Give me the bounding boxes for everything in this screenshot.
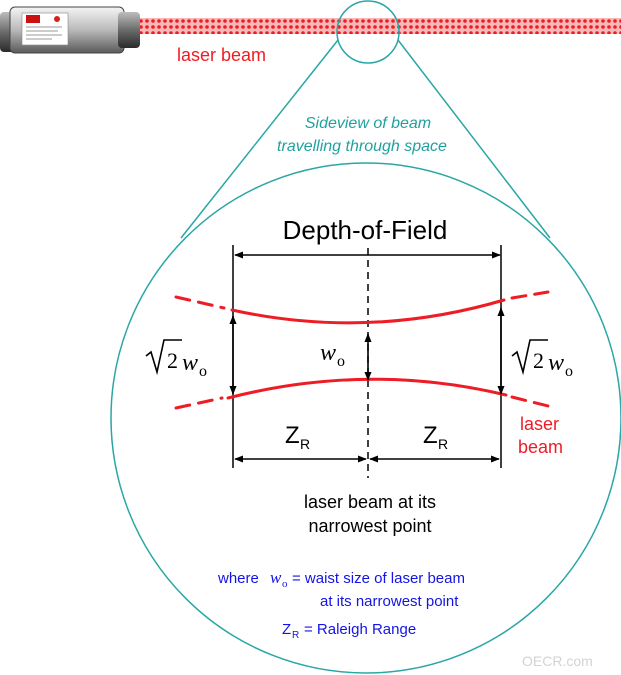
beam-upper-right-dash [510, 290, 550, 300]
legend-where: where [217, 570, 259, 587]
top-beam-label: laser beam [177, 45, 266, 65]
beam-upper-left-dash [174, 295, 226, 310]
svg-text:w: w [548, 350, 564, 376]
legend-definition-line2: at its narrowest point [320, 593, 459, 610]
svg-text:w: w [182, 350, 198, 376]
svg-text:w: w [320, 340, 336, 366]
right-beam-label-line2: beam [518, 437, 563, 457]
svg-text:o: o [199, 363, 207, 380]
left-zr-label: Z R [285, 422, 310, 452]
legend-definition-zr: = Raleigh Range [304, 621, 416, 638]
legend-zr-subscript: R [292, 630, 299, 641]
beam-envelope [174, 290, 550, 410]
svg-text:Z: Z [285, 422, 300, 449]
side-caption-line2: travelling through space [277, 138, 447, 155]
svg-text:o: o [565, 363, 573, 380]
right-zr-label: Z R [423, 422, 448, 452]
left-sqrt2-w0-label: 2 w o [145, 339, 207, 380]
narrowest-point-label-line1: laser beam at its [304, 492, 436, 512]
beam-lower-edge [226, 377, 508, 400]
svg-text:R: R [438, 436, 448, 452]
legend-w-symbol: w [270, 568, 282, 587]
legend-definition-line1: = waist size of laser beam [292, 570, 465, 587]
svg-text:o: o [337, 353, 345, 370]
svg-text:2: 2 [167, 348, 178, 373]
right-sqrt2-w0-label: 2 w o [511, 339, 573, 380]
beam-lower-left-dash [174, 396, 224, 410]
depth-of-field-label: Depth-of-Field [283, 215, 448, 245]
watermark: OECR.com [522, 653, 593, 669]
emitted-laser-beam [140, 18, 621, 34]
right-beam-label-line1: laser [520, 414, 559, 434]
waist-w0-label: w o [320, 340, 345, 370]
legend: where w o = waist size of laser beam at … [217, 568, 465, 641]
legend-zr-symbol: Z [282, 621, 291, 638]
side-caption-line1: Sideview of beam [305, 115, 431, 132]
svg-text:R: R [300, 436, 310, 452]
narrowest-point-label-line2: narrowest point [308, 516, 431, 536]
svg-text:2: 2 [533, 348, 544, 373]
legend-w-subscript: o [282, 578, 288, 590]
svg-text:Z: Z [423, 422, 438, 449]
beam-upper-edge [230, 298, 506, 325]
magnifier-circle-icon [110, 0, 621, 674]
beam-lower-right-dash [510, 395, 550, 408]
laser-device-icon [0, 6, 140, 54]
